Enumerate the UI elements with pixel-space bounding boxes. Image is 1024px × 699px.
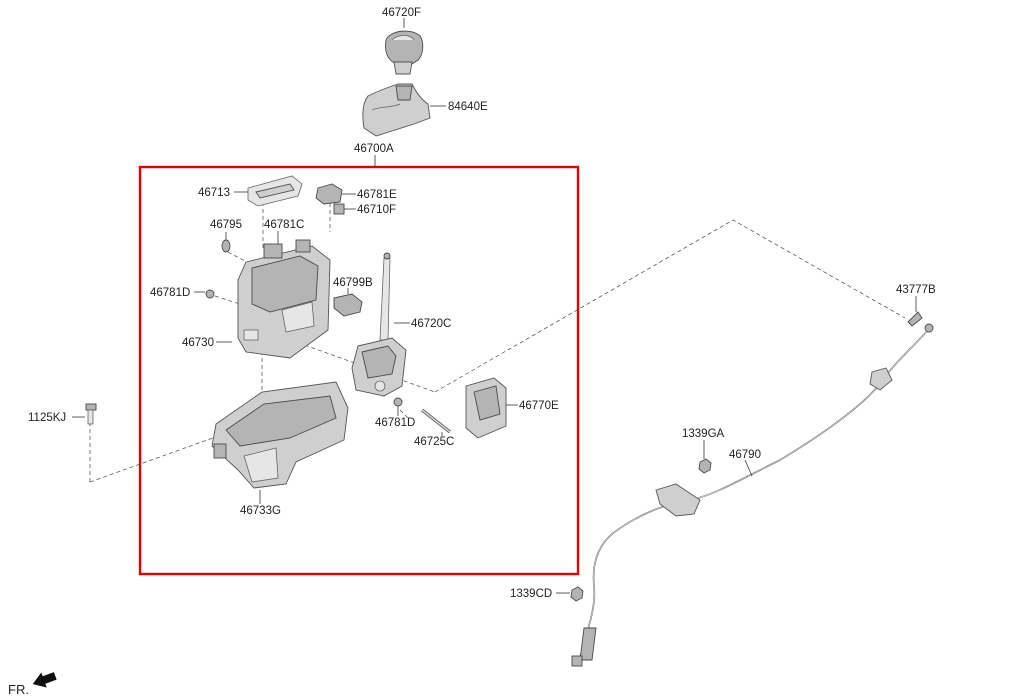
- label-46790: 46790: [729, 449, 761, 461]
- label-46720F: 46720F: [382, 7, 421, 19]
- part-46795[interactable]: [221, 239, 231, 253]
- part-46781E-clip[interactable]: [315, 183, 343, 205]
- label-46725C: 46725C: [414, 436, 454, 448]
- label-46700A: 46700A: [354, 143, 394, 155]
- label-84640E: 84640E: [448, 101, 488, 113]
- part-46770E-bracket[interactable]: [465, 377, 507, 439]
- bolt-1125KJ[interactable]: [85, 403, 97, 425]
- part-46710F[interactable]: [333, 203, 345, 215]
- part-46713-bracket[interactable]: [247, 175, 303, 207]
- nut-1339GA[interactable]: [698, 458, 712, 474]
- assembly-highlight-frame: [138, 165, 580, 576]
- part-46799B[interactable]: [333, 293, 363, 317]
- label-46770E: 46770E: [519, 400, 559, 412]
- label-46710F: 46710F: [357, 204, 396, 216]
- clip-43777B[interactable]: [907, 311, 923, 327]
- label-46713: 46713: [198, 187, 230, 199]
- shift-lever-46720C[interactable]: [351, 252, 407, 397]
- label-1125KJ: 1125KJ: [28, 412, 66, 424]
- shift-boot-84640E[interactable]: [362, 83, 446, 137]
- label-46781C: 46781C: [264, 219, 304, 231]
- label-1339GA: 1339GA: [682, 428, 725, 440]
- part-46781D-mid[interactable]: [393, 397, 403, 407]
- label-46795: 46795: [210, 219, 242, 231]
- label-43777B: 43777B: [896, 284, 936, 296]
- label-46733G: 46733G: [240, 505, 281, 517]
- part-46725C-pin[interactable]: [421, 408, 451, 434]
- shift-cable-46790[interactable]: [571, 323, 934, 667]
- label-46781D-mid: 46781D: [375, 417, 415, 429]
- front-orientation-arrow-icon: [32, 672, 57, 688]
- label-46720C: 46720C: [411, 318, 451, 330]
- shift-knob-46720F[interactable]: [385, 30, 424, 75]
- base-bracket-46733G[interactable]: [211, 381, 349, 489]
- part-46781D-left[interactable]: [205, 289, 215, 299]
- label-46730: 46730: [182, 337, 214, 349]
- label-1339CD: 1339CD: [510, 588, 552, 600]
- label-46781D-left: 46781D: [150, 287, 190, 299]
- label-46799B: 46799B: [333, 277, 373, 289]
- label-46781E: 46781E: [357, 189, 397, 201]
- shifter-housing-46730[interactable]: [237, 239, 331, 359]
- front-orientation-label: FR.: [8, 682, 29, 697]
- nut-1339CD[interactable]: [570, 586, 584, 602]
